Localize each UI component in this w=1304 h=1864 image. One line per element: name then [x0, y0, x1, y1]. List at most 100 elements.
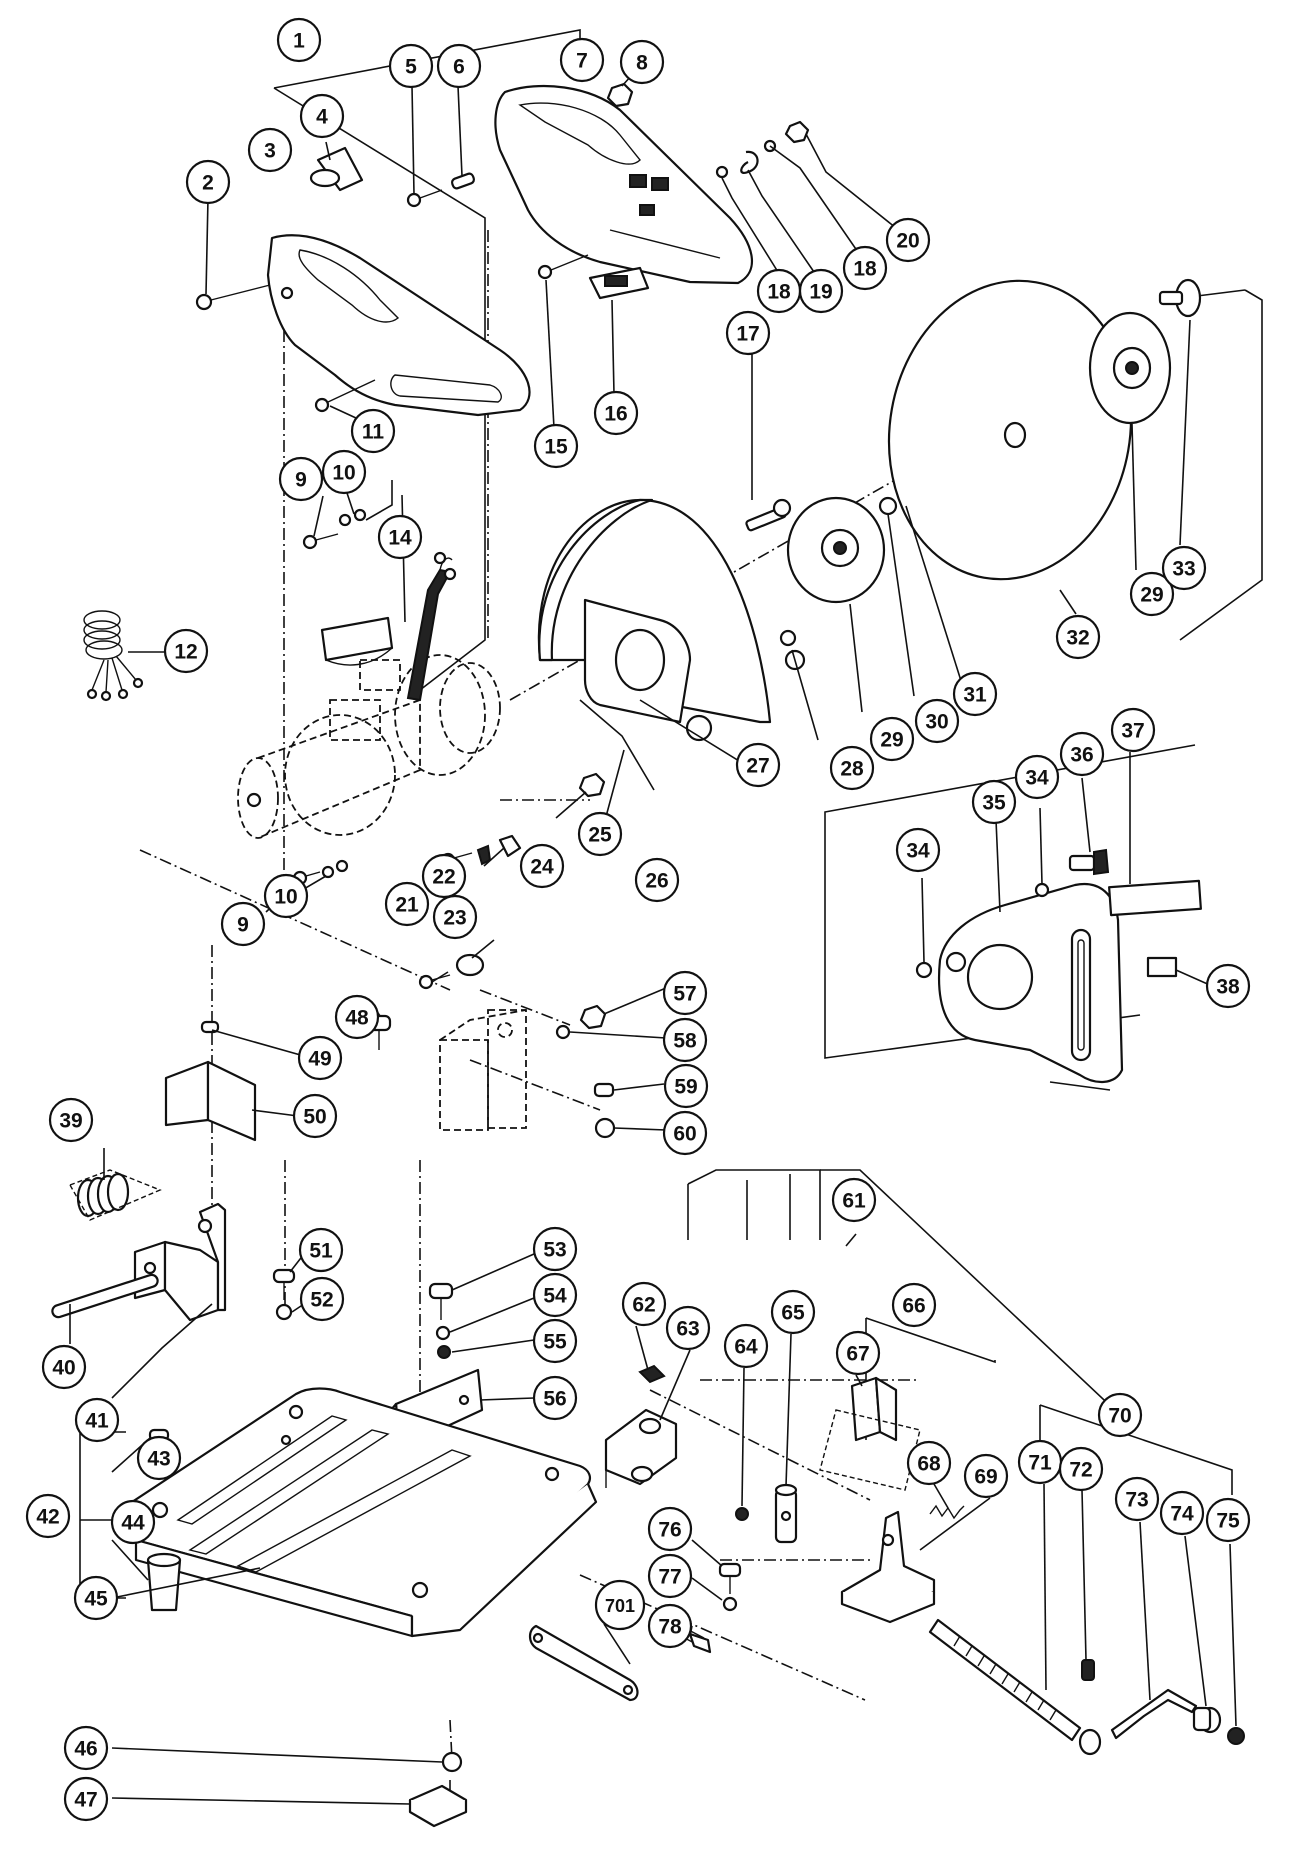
callout-c10b: 10: [263, 873, 309, 919]
handle-half-right: [494, 84, 753, 285]
label-37: [1108, 879, 1202, 917]
bolt-21-22: [418, 953, 485, 990]
callout-number: 65: [781, 1302, 805, 1325]
callout-circle: [519, 843, 565, 889]
callout-c48: 48: [334, 994, 380, 1040]
callout-circle: [1129, 571, 1175, 617]
pad-62: [638, 1364, 666, 1384]
callout-circle: [869, 716, 915, 762]
callout-number: 52: [310, 1289, 333, 1312]
bolt-17: [745, 498, 792, 532]
callout-number: 5: [405, 56, 417, 79]
callout-c46: 46: [63, 1725, 109, 1771]
callout-circle: [1014, 754, 1060, 800]
callout-number: 49: [308, 1048, 331, 1071]
callout-number: 72: [1069, 1459, 1092, 1482]
washer-46: [441, 1751, 463, 1773]
callout-number: 43: [147, 1448, 170, 1471]
foot-47: [408, 1784, 468, 1828]
callout-number: 26: [645, 870, 668, 893]
bolt-51-52: [272, 1268, 296, 1321]
callout-number: 70: [1108, 1405, 1131, 1428]
callout-circle: [436, 43, 482, 89]
callout-c66: 66: [891, 1282, 937, 1328]
callout-circle: [906, 1440, 952, 1486]
callout-c7: 7: [559, 37, 605, 83]
callout-circle: [377, 514, 423, 560]
callout-number: 59: [674, 1076, 697, 1099]
callout-c30: 30: [914, 698, 960, 744]
callout-circle: [725, 310, 771, 356]
screws-9-10-lower: [292, 859, 349, 886]
block-67: [819, 1376, 921, 1491]
callout-number: 51: [309, 1240, 333, 1263]
callout-circle: [432, 894, 478, 940]
callout-circle: [952, 671, 998, 717]
callout-number: 67: [846, 1343, 869, 1366]
callout-circle: [74, 1397, 120, 1443]
callout-number: 69: [974, 1466, 997, 1489]
callout-c67: 67: [835, 1330, 881, 1376]
callout-c1: 1: [276, 17, 322, 63]
callout-number: 10: [332, 462, 355, 485]
bolt-59-60: [593, 1082, 616, 1139]
callout-c4: 4: [299, 93, 345, 139]
callout-circle: [297, 1035, 343, 1081]
callout-c57: 57: [662, 970, 708, 1016]
callout-circle: [770, 1289, 816, 1335]
label-38: [1146, 956, 1178, 978]
callout-number: 48: [345, 1007, 369, 1030]
callout-c36: 36: [1059, 731, 1105, 777]
callout-circle: [593, 390, 639, 436]
callout-circle: [835, 1330, 881, 1376]
callout-c49: 49: [297, 1035, 343, 1081]
callout-circle: [577, 811, 623, 857]
callout-c38: 38: [1205, 963, 1251, 1009]
callout-c75: 75: [1205, 1497, 1251, 1543]
callout-circle: [662, 970, 708, 1016]
callout-number: 74: [1170, 1503, 1194, 1526]
callout-circle: [278, 456, 324, 502]
lever-701: [528, 1624, 639, 1702]
callout-c64: 64: [723, 1323, 769, 1369]
callout-c11: 11: [350, 408, 396, 454]
callout-circle: [299, 93, 345, 139]
callout-c41: 41: [74, 1397, 120, 1443]
callout-number: 21: [395, 894, 419, 917]
callout-c74: 74: [1159, 1490, 1205, 1536]
callout-number: 3: [264, 140, 276, 163]
callout-c15: 15: [533, 423, 579, 469]
callout-c24: 24: [519, 843, 565, 889]
callout-number: 41: [85, 1410, 109, 1433]
callout-circle: [163, 628, 209, 674]
callout-c40: 40: [41, 1344, 87, 1390]
callout-c47: 47: [63, 1776, 109, 1822]
callout-number: 64: [734, 1336, 758, 1359]
washer-34a: [1034, 882, 1050, 898]
bracket-assembly: [439, 1009, 527, 1131]
callout-circle: [532, 1318, 578, 1364]
callout-number: 6: [453, 56, 465, 79]
callout-c60: 60: [662, 1110, 708, 1156]
callout-circle: [247, 127, 293, 173]
nut-25: [578, 772, 606, 798]
callout-c56: 56: [532, 1375, 578, 1421]
callout-c35: 35: [971, 779, 1017, 825]
callout-c44: 44: [110, 1499, 156, 1545]
callout-circle: [1159, 1490, 1205, 1536]
callout-number: 701: [605, 1596, 635, 1616]
screw-15: [537, 254, 589, 280]
callout-c39: 39: [48, 1097, 94, 1143]
callout-circle: [41, 1344, 87, 1390]
callout-circle: [647, 1553, 693, 1599]
cap-75: [1227, 1727, 1245, 1745]
callout-c21: 21: [384, 881, 430, 927]
callout-circle: [662, 1110, 708, 1156]
callout-c27: 27: [735, 742, 781, 788]
callout-circle: [63, 1776, 109, 1822]
callout-number: 56: [543, 1388, 566, 1411]
shield-50: [164, 1060, 257, 1142]
flange-29b: [1088, 311, 1172, 425]
callout-number: 14: [388, 527, 412, 550]
